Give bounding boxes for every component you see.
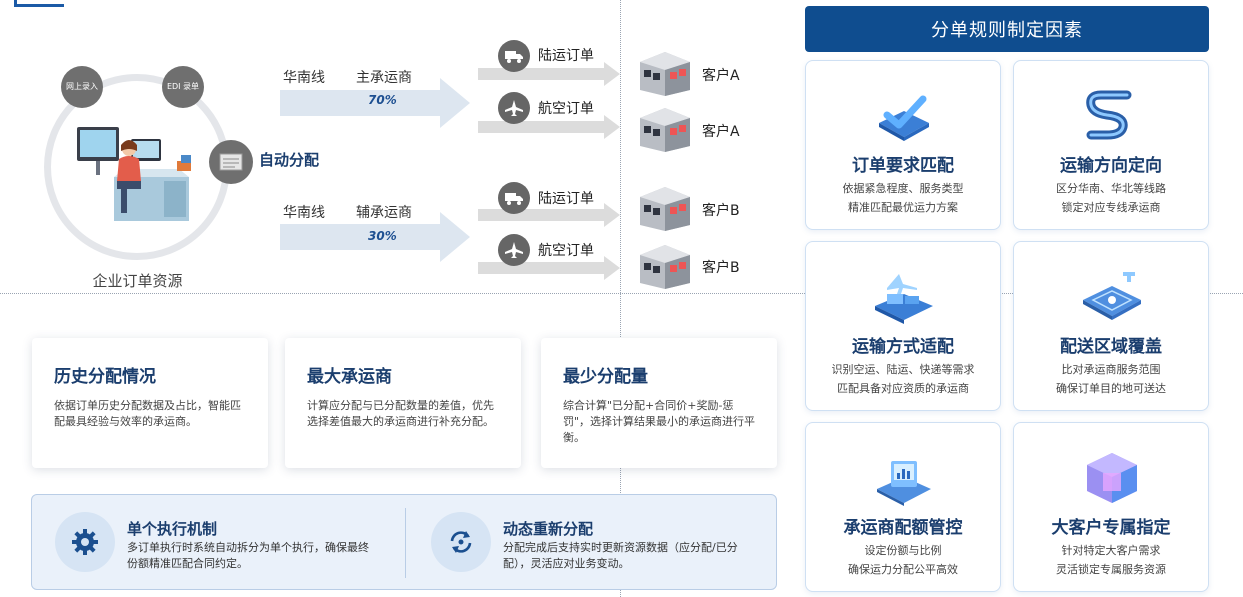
mechanism-title-2: 动态重新分配 (503, 520, 594, 538)
factor-desc: 计算应分配与已分配数量的差值，优先选择差值最大的承运商进行补充分配。 (307, 399, 494, 428)
order-label-4: 航空订单 (538, 243, 594, 259)
transport-modes-icon (875, 274, 933, 324)
order-label-2: 航空订单 (538, 101, 594, 117)
store-icon (640, 245, 690, 289)
mechanism-desc-2: 分配完成后支持实时更新资源数据（应分配/已分配），灵活应对业务变动。 (503, 541, 738, 570)
customer-label-1: 客户A (702, 68, 740, 84)
rule-title: 大客户专属指定 (1051, 518, 1171, 538)
rule-desc: 识别空运、陆运、快递等需求匹配具备对应资质的承运商 (806, 360, 1000, 398)
document-stack-icon (219, 153, 243, 171)
order-arrow-2 (478, 115, 620, 139)
rule-title: 配送区域覆盖 (1060, 337, 1162, 357)
factor-card-min-allocation: 最少分配量 综合计算"已分配+合同价+奖励-惩罚"，选择计算结果最小的承运商进行… (541, 338, 777, 468)
rule-desc-line1: 依据紧急程度、服务类型 (842, 182, 964, 195)
route-s-icon (1086, 90, 1132, 140)
route-1-carrier: 主承运商 (356, 70, 412, 86)
rule-desc-line2: 确保订单目的地可送达 (1056, 382, 1166, 395)
route-1-percent: 70% (368, 93, 397, 107)
mechanism-desc-1: 多订单执行时系统自动拆分为单个执行，确保最终份额精准匹配合同约定。 (127, 541, 369, 570)
quota-monitor-icon (877, 461, 931, 506)
office-worker-illustration (77, 127, 191, 221)
rule-desc: 区分华南、华北等线路锁定对应专线承运商 (1014, 179, 1208, 217)
rule-card-quota: 承运商配额管控 设定份额与比例确保运力分配公平高效 (805, 422, 1001, 592)
rule-desc-line1: 区分华南、华北等线路 (1056, 182, 1166, 195)
gear-icon (55, 512, 115, 572)
rule-card-order-match: 订单要求匹配 依据紧急程度、服务类型精准匹配最优运力方案 (805, 60, 1001, 230)
customer-label-3: 客户B (702, 203, 740, 219)
factor-desc: 依据订单历史分配数据及占比，智能匹配最具经验与效率的承运商。 (54, 399, 241, 428)
rule-desc: 比对承运商服务范围确保订单目的地可送达 (1014, 360, 1208, 398)
edi-entry-badge: EDI 录单 (162, 66, 204, 108)
rules-panel-header: 分单规则制定因素 (805, 6, 1209, 52)
online-entry-label: 网上录入 (66, 82, 98, 91)
truck-icon (498, 40, 530, 72)
rule-desc-line2: 精准匹配最优运力方案 (848, 201, 958, 214)
plane-icon (498, 234, 530, 266)
rule-title: 运输方式适配 (852, 337, 954, 357)
rule-card-vip: 大客户专属指定 针对特定大客户需求灵活锁定专属服务资源 (1013, 422, 1209, 592)
vip-cube-icon (1087, 453, 1137, 503)
order-label-1: 陆运订单 (538, 48, 594, 64)
corner-mark (14, 0, 64, 7)
route-2-percent: 30% (368, 229, 397, 243)
rule-desc-line1: 设定份额与比例 (864, 544, 942, 557)
store-icon (640, 187, 690, 231)
factor-card-history: 历史分配情况 依据订单历史分配数据及占比，智能匹配最具经验与效率的承运商。 (32, 338, 268, 468)
rule-desc-line1: 针对特定大客户需求 (1061, 544, 1161, 557)
store-icon (640, 52, 690, 96)
route-2-carrier: 辅承运商 (356, 205, 412, 221)
mechanism-divider (405, 508, 406, 578)
order-label-3: 陆运订单 (538, 191, 594, 207)
rule-desc-line1: 识别空运、陆运、快递等需求 (831, 363, 975, 376)
rule-desc-line2: 灵活锁定专属服务资源 (1056, 563, 1166, 576)
plane-icon (498, 92, 530, 124)
rule-card-direction: 运输方向定向 区分华南、华北等线路锁定对应专线承运商 (1013, 60, 1209, 230)
rule-desc-line2: 确保运力分配公平高效 (848, 563, 958, 576)
enterprise-circle (44, 74, 230, 260)
factor-title: 最大承运商 (307, 367, 392, 387)
customer-label-2: 客户A (702, 124, 740, 140)
guide-line-vertical (620, 0, 621, 597)
rule-desc: 针对特定大客户需求灵活锁定专属服务资源 (1014, 541, 1208, 579)
rule-card-coverage: 配送区域覆盖 比对承运商服务范围确保订单目的地可送达 (1013, 241, 1209, 411)
route-1-arrow (280, 78, 470, 128)
order-arrow-1 (478, 62, 620, 86)
rule-desc-line2: 锁定对应专线承运商 (1061, 201, 1161, 214)
edi-entry-label: EDI 录单 (166, 82, 200, 91)
rule-desc-line1: 比对承运商服务范围 (1061, 363, 1161, 376)
route-2-arrow (280, 212, 470, 262)
map-coverage-icon (1083, 272, 1141, 320)
route-2-line: 华南线 (283, 205, 325, 221)
factor-desc: 综合计算"已分配+合同价+奖励-惩罚"，选择计算结果最小的承运商进行平衡。 (563, 399, 756, 444)
checkmark-3d-icon (879, 95, 929, 141)
guide-line-horizontal (0, 293, 1243, 294)
rule-desc-line2: 匹配具备对应资质的承运商 (837, 382, 969, 395)
rule-desc: 依据紧急程度、服务类型精准匹配最优运力方案 (806, 179, 1000, 217)
store-icon (640, 108, 690, 152)
rule-card-transport-mode: 运输方式适配 识别空运、陆运、快递等需求匹配具备对应资质的承运商 (805, 241, 1001, 411)
route-1-line: 华南线 (283, 70, 325, 86)
auto-allocation-label: 自动分配 (259, 151, 320, 169)
rule-title: 承运商配额管控 (843, 518, 963, 538)
factor-title: 最少分配量 (563, 367, 648, 387)
rule-desc: 设定份额与比例确保运力分配公平高效 (806, 541, 1000, 579)
auto-allocation-badge (209, 140, 253, 184)
rule-title: 运输方向定向 (1060, 156, 1162, 176)
rule-title: 订单要求匹配 (852, 156, 954, 176)
refresh-icon (431, 512, 491, 572)
factor-title: 历史分配情况 (54, 367, 156, 387)
mechanism-panel (31, 494, 777, 590)
customer-label-4: 客户B (702, 260, 740, 276)
enterprise-label: 企业订单资源 (92, 272, 183, 290)
truck-icon (498, 182, 530, 214)
mechanism-title-1: 单个执行机制 (127, 520, 218, 538)
online-entry-badge: 网上录入 (61, 66, 103, 108)
factor-card-max-carrier: 最大承运商 计算应分配与已分配数量的差值，优先选择差值最大的承运商进行补充分配。 (285, 338, 521, 468)
